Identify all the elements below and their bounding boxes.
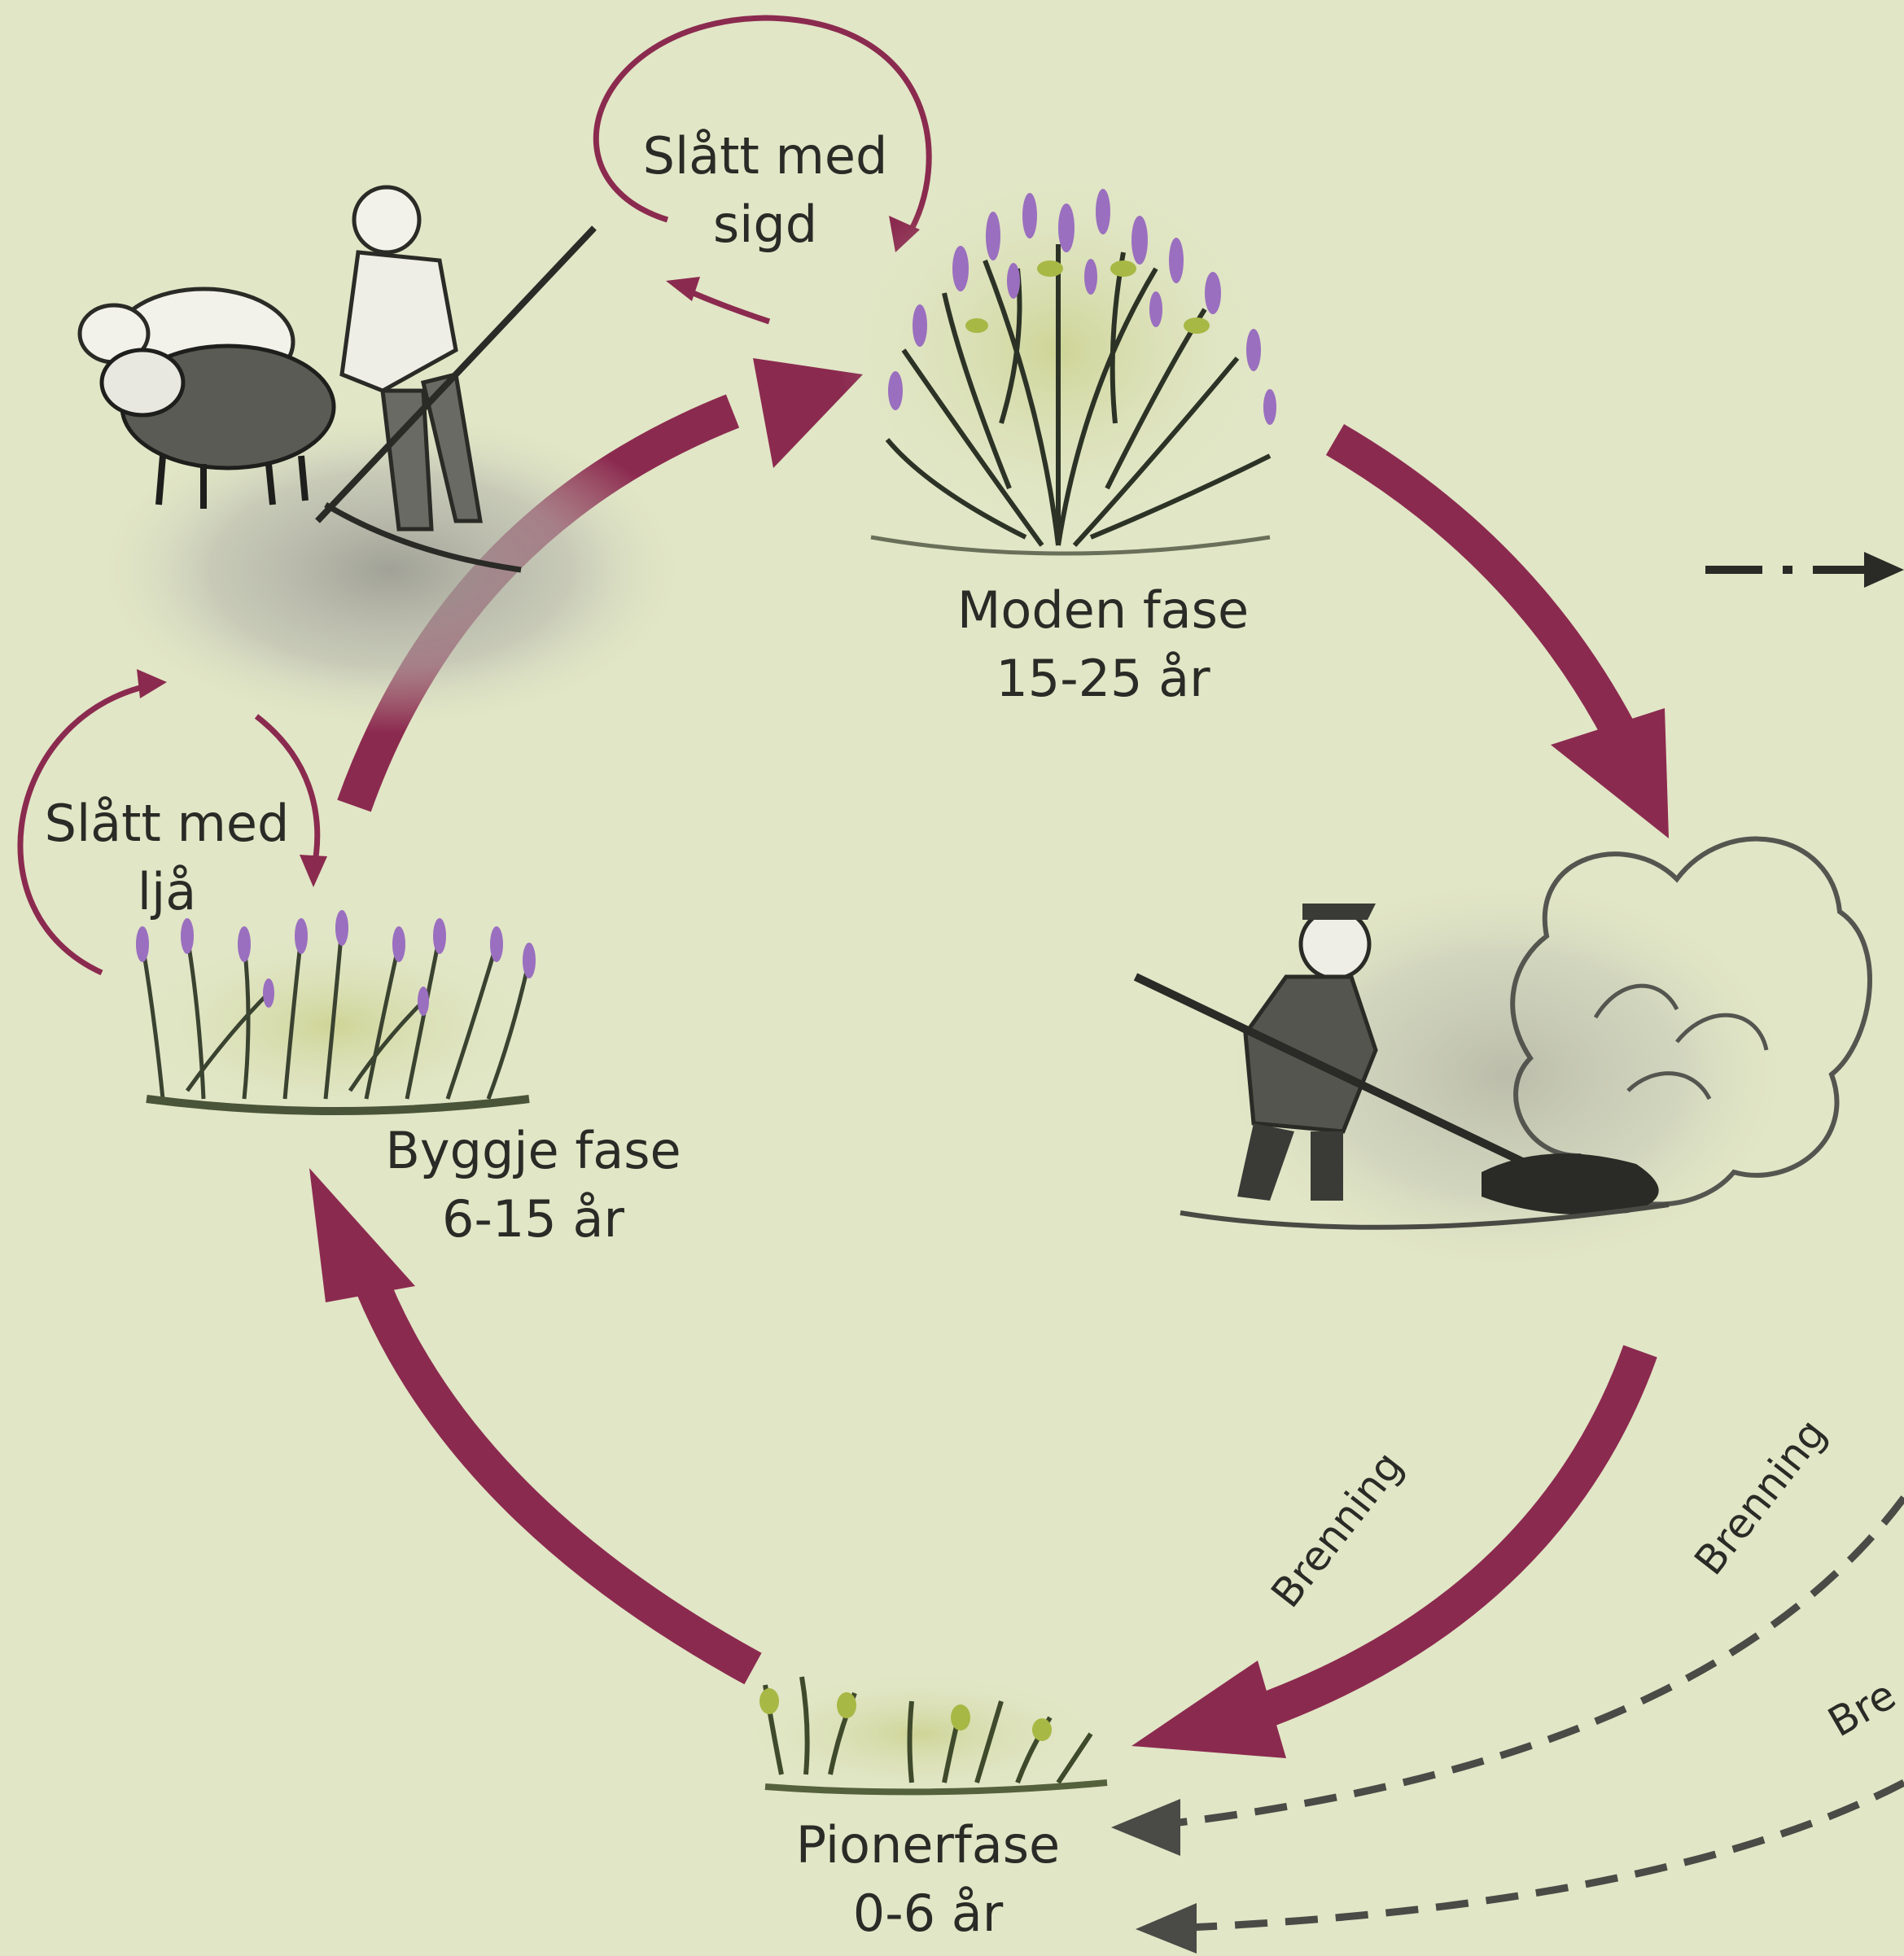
pioneer-phase-years: 0-6 år: [741, 1879, 1115, 1948]
sheep-and-mower-illustration: [80, 187, 692, 733]
scythe-mowing-label: Slått med ljå: [16, 790, 317, 926]
pioneer-phase-name: Pionerfase: [741, 1811, 1115, 1879]
mature-phase-name: Moden fase: [912, 576, 1294, 645]
sickle-mowing-line1: Slått med: [602, 122, 928, 190]
mature-phase-label: Moden fase 15-25 år: [912, 576, 1294, 713]
building-phase-label: Byggje fase 6-15 år: [342, 1117, 724, 1254]
dashed-arrow-to-pioneer-2: [1136, 1783, 1904, 1954]
cycle-arrow-burning-to-pioneer: [1131, 1351, 1640, 1758]
burning-man-illustration: [1136, 839, 1870, 1278]
building-phase-years: 6-15 år: [342, 1185, 724, 1254]
sickle-mowing-label: Slått med sigd: [602, 122, 928, 259]
scythe-mowing-line1: Slått med: [16, 790, 317, 858]
heather-pioneer-icon: [733, 1669, 1107, 1799]
mature-phase-years: 15-25 år: [912, 645, 1294, 713]
heather-building-icon: [122, 910, 545, 1123]
scythe-mowing-line2: ljå: [16, 858, 317, 926]
dash-dot-arrow-right: [1705, 552, 1904, 588]
cycle-arrow-mature-to-burning: [1335, 440, 1669, 838]
pioneer-phase-label: Pionerfase 0-6 år: [741, 1811, 1115, 1948]
building-phase-name: Byggje fase: [342, 1117, 724, 1185]
sickle-mowing-line2: sigd: [602, 190, 928, 259]
